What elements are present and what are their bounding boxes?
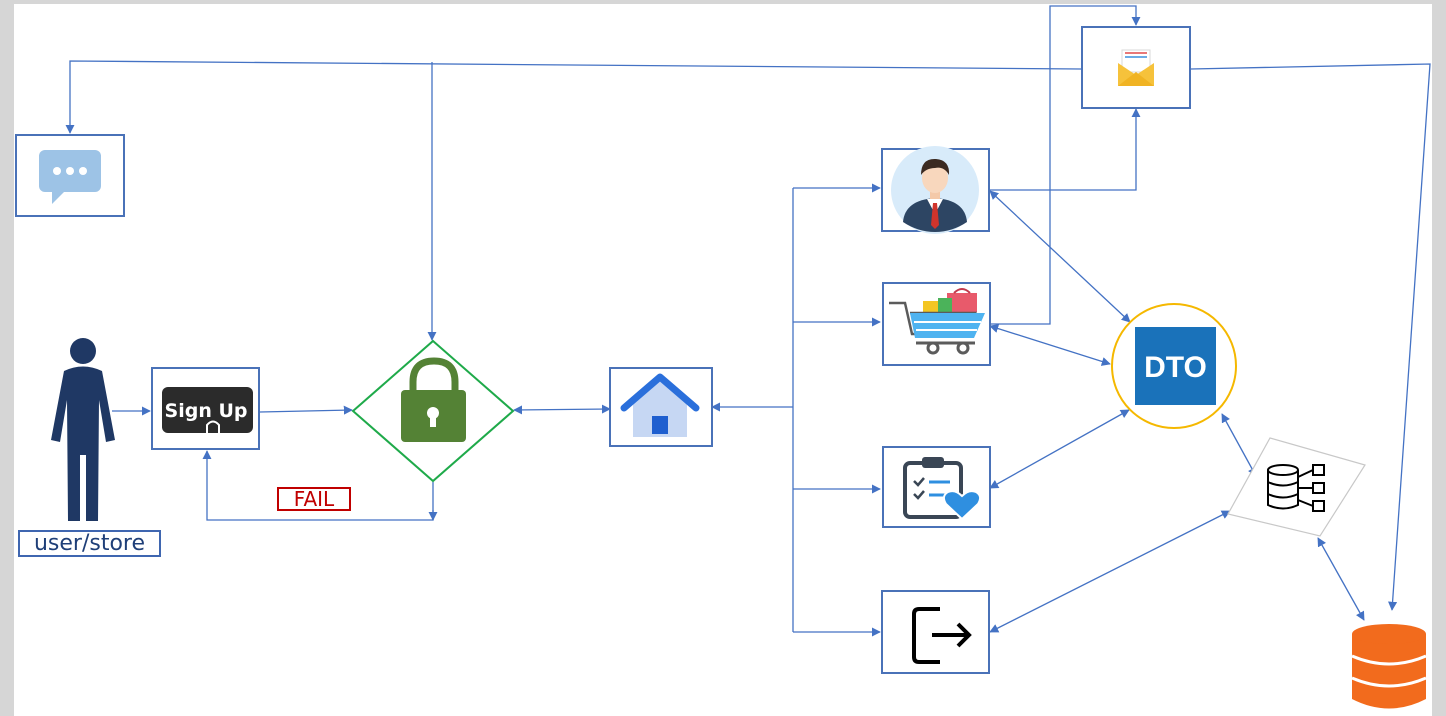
- wishlist-node[interactable]: [882, 446, 991, 528]
- database-schema-icon: [1267, 464, 1325, 512]
- connector-cart-mail: [990, 5, 1141, 325]
- home-icon: [620, 373, 700, 437]
- connectors: [65, 5, 1431, 637]
- connector-profile-mail: [990, 108, 1141, 191]
- connector-dto-orm: [1221, 413, 1257, 477]
- connector-orm-database: [1317, 537, 1365, 621]
- businessman-avatar-icon: [891, 146, 979, 234]
- connector-signup-auth: [259, 405, 353, 415]
- cart-node[interactable]: [882, 282, 991, 366]
- connector-cart-dto: [989, 324, 1111, 366]
- connector-mail-chat: [65, 60, 1082, 134]
- chat-bubble-icon: [39, 150, 101, 204]
- user-label: user/store: [18, 530, 161, 557]
- fail-label: FAIL: [277, 487, 351, 511]
- sign-up-icon: Sign Up: [162, 387, 253, 433]
- signup-node[interactable]: Sign Up: [151, 367, 260, 450]
- auth-decision: [351, 339, 515, 483]
- mail-node[interactable]: [1081, 26, 1191, 109]
- dto-label: DTO: [1144, 351, 1207, 384]
- connector-wishlist-dto: [989, 409, 1130, 489]
- dto-icon: DTO: [1135, 327, 1216, 405]
- logout-icon: [912, 607, 972, 664]
- shopping-cart-icon: [889, 288, 985, 355]
- database-icon: [1351, 624, 1427, 709]
- profile-node[interactable]: [881, 146, 990, 234]
- connector-profile-dto: [989, 190, 1131, 323]
- padlock-icon: [401, 357, 466, 442]
- connector-auth-home: [513, 404, 611, 415]
- person-icon: [51, 338, 115, 521]
- connector-auth-fail: [202, 450, 434, 521]
- orm-node[interactable]: [1227, 437, 1366, 537]
- dto-node[interactable]: DTO: [1111, 303, 1237, 429]
- logout-node[interactable]: [881, 590, 990, 674]
- envelope-icon: [1118, 49, 1154, 86]
- chat-node: [15, 134, 125, 217]
- connector-mail-database: [1190, 63, 1431, 611]
- clipboard-heart-icon: [903, 457, 982, 521]
- home-node[interactable]: [609, 367, 713, 447]
- signup-label: Sign Up: [165, 400, 248, 422]
- connector-logout-orm: [989, 510, 1231, 633]
